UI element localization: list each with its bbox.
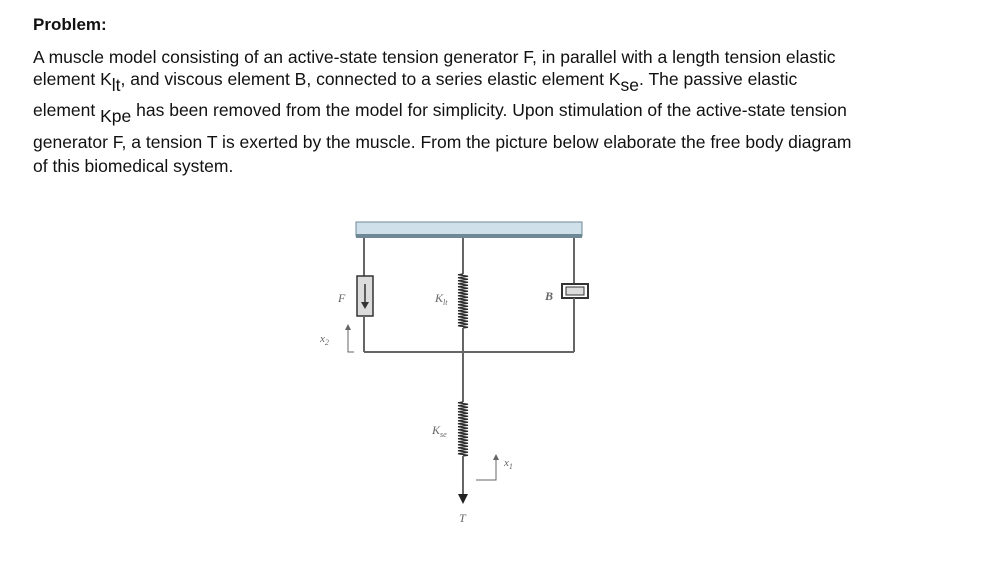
label-b: B [544, 289, 553, 303]
problem-line-4: generator F, a tension T is exerted by t… [33, 130, 973, 154]
kse-spring [457, 401, 469, 457]
muscle-model-diagram: F Klt B x2 Kse x1 T [300, 212, 620, 552]
problem-paragraph: A muscle model consisting of an active-s… [33, 46, 973, 178]
label-kse-main: K [431, 423, 441, 437]
problem-line-1-text: A muscle model consisting of an active-s… [33, 47, 836, 67]
muscle-model-svg: F Klt B x2 Kse x1 T [319, 221, 589, 525]
problem-line-5: of this biomedical system. [33, 154, 973, 178]
problem-line-2-text-a: element K [33, 69, 112, 89]
label-kse-sub: se [440, 430, 447, 439]
x1-displacement-indicator [476, 458, 497, 481]
problem-text-block: Problem: A muscle model consisting of an… [33, 14, 973, 178]
problem-heading: Problem: [33, 15, 107, 34]
ceiling-bar-edge [356, 234, 582, 238]
subscript-kpe: Kpe [100, 106, 132, 126]
label-kse: Kse [431, 423, 447, 439]
ceiling-bar [355, 221, 583, 237]
damper-b-piston [565, 286, 585, 296]
problem-line-1: A muscle model consisting of an active-s… [33, 46, 973, 68]
subscript-lt: lt [111, 75, 121, 95]
label-klt: Klt [434, 291, 448, 307]
label-x1-main: x [503, 457, 509, 469]
problem-line-2-text-b: , and viscous element B, connected to a … [120, 69, 621, 89]
label-x1: x1 [503, 457, 513, 471]
label-x1-sub: 1 [509, 462, 513, 471]
label-x2-main: x [319, 333, 325, 345]
subscript-se: se [620, 75, 640, 95]
label-f: F [337, 291, 346, 305]
problem-line-4-text: generator F, a tension T is exerted by t… [33, 132, 852, 152]
label-x2-sub: 2 [325, 338, 329, 347]
label-klt-main: K [434, 291, 444, 305]
x2-arrow-icon [345, 324, 351, 330]
problem-line-3-text-b: has been removed from the model for simp… [131, 100, 847, 120]
x1-arrow-icon [493, 454, 499, 460]
label-klt-sub: lt [443, 298, 448, 307]
problem-line-3-text-a: element [33, 100, 101, 120]
tension-t-arrow-icon [458, 494, 468, 504]
problem-line-5-text: of this biomedical system. [33, 156, 234, 176]
label-t: T [459, 511, 467, 525]
problem-line-2: element Klt, and viscous element B, conn… [33, 68, 973, 94]
generator-f-arrow-icon [361, 302, 369, 309]
klt-spring [457, 273, 469, 329]
label-x2: x2 [319, 333, 329, 347]
problem-line-2-text-c: . The passive elastic [639, 69, 798, 89]
problem-line-3: element Kpe has been removed from the mo… [33, 90, 973, 130]
x2-displacement-indicator [347, 328, 354, 353]
